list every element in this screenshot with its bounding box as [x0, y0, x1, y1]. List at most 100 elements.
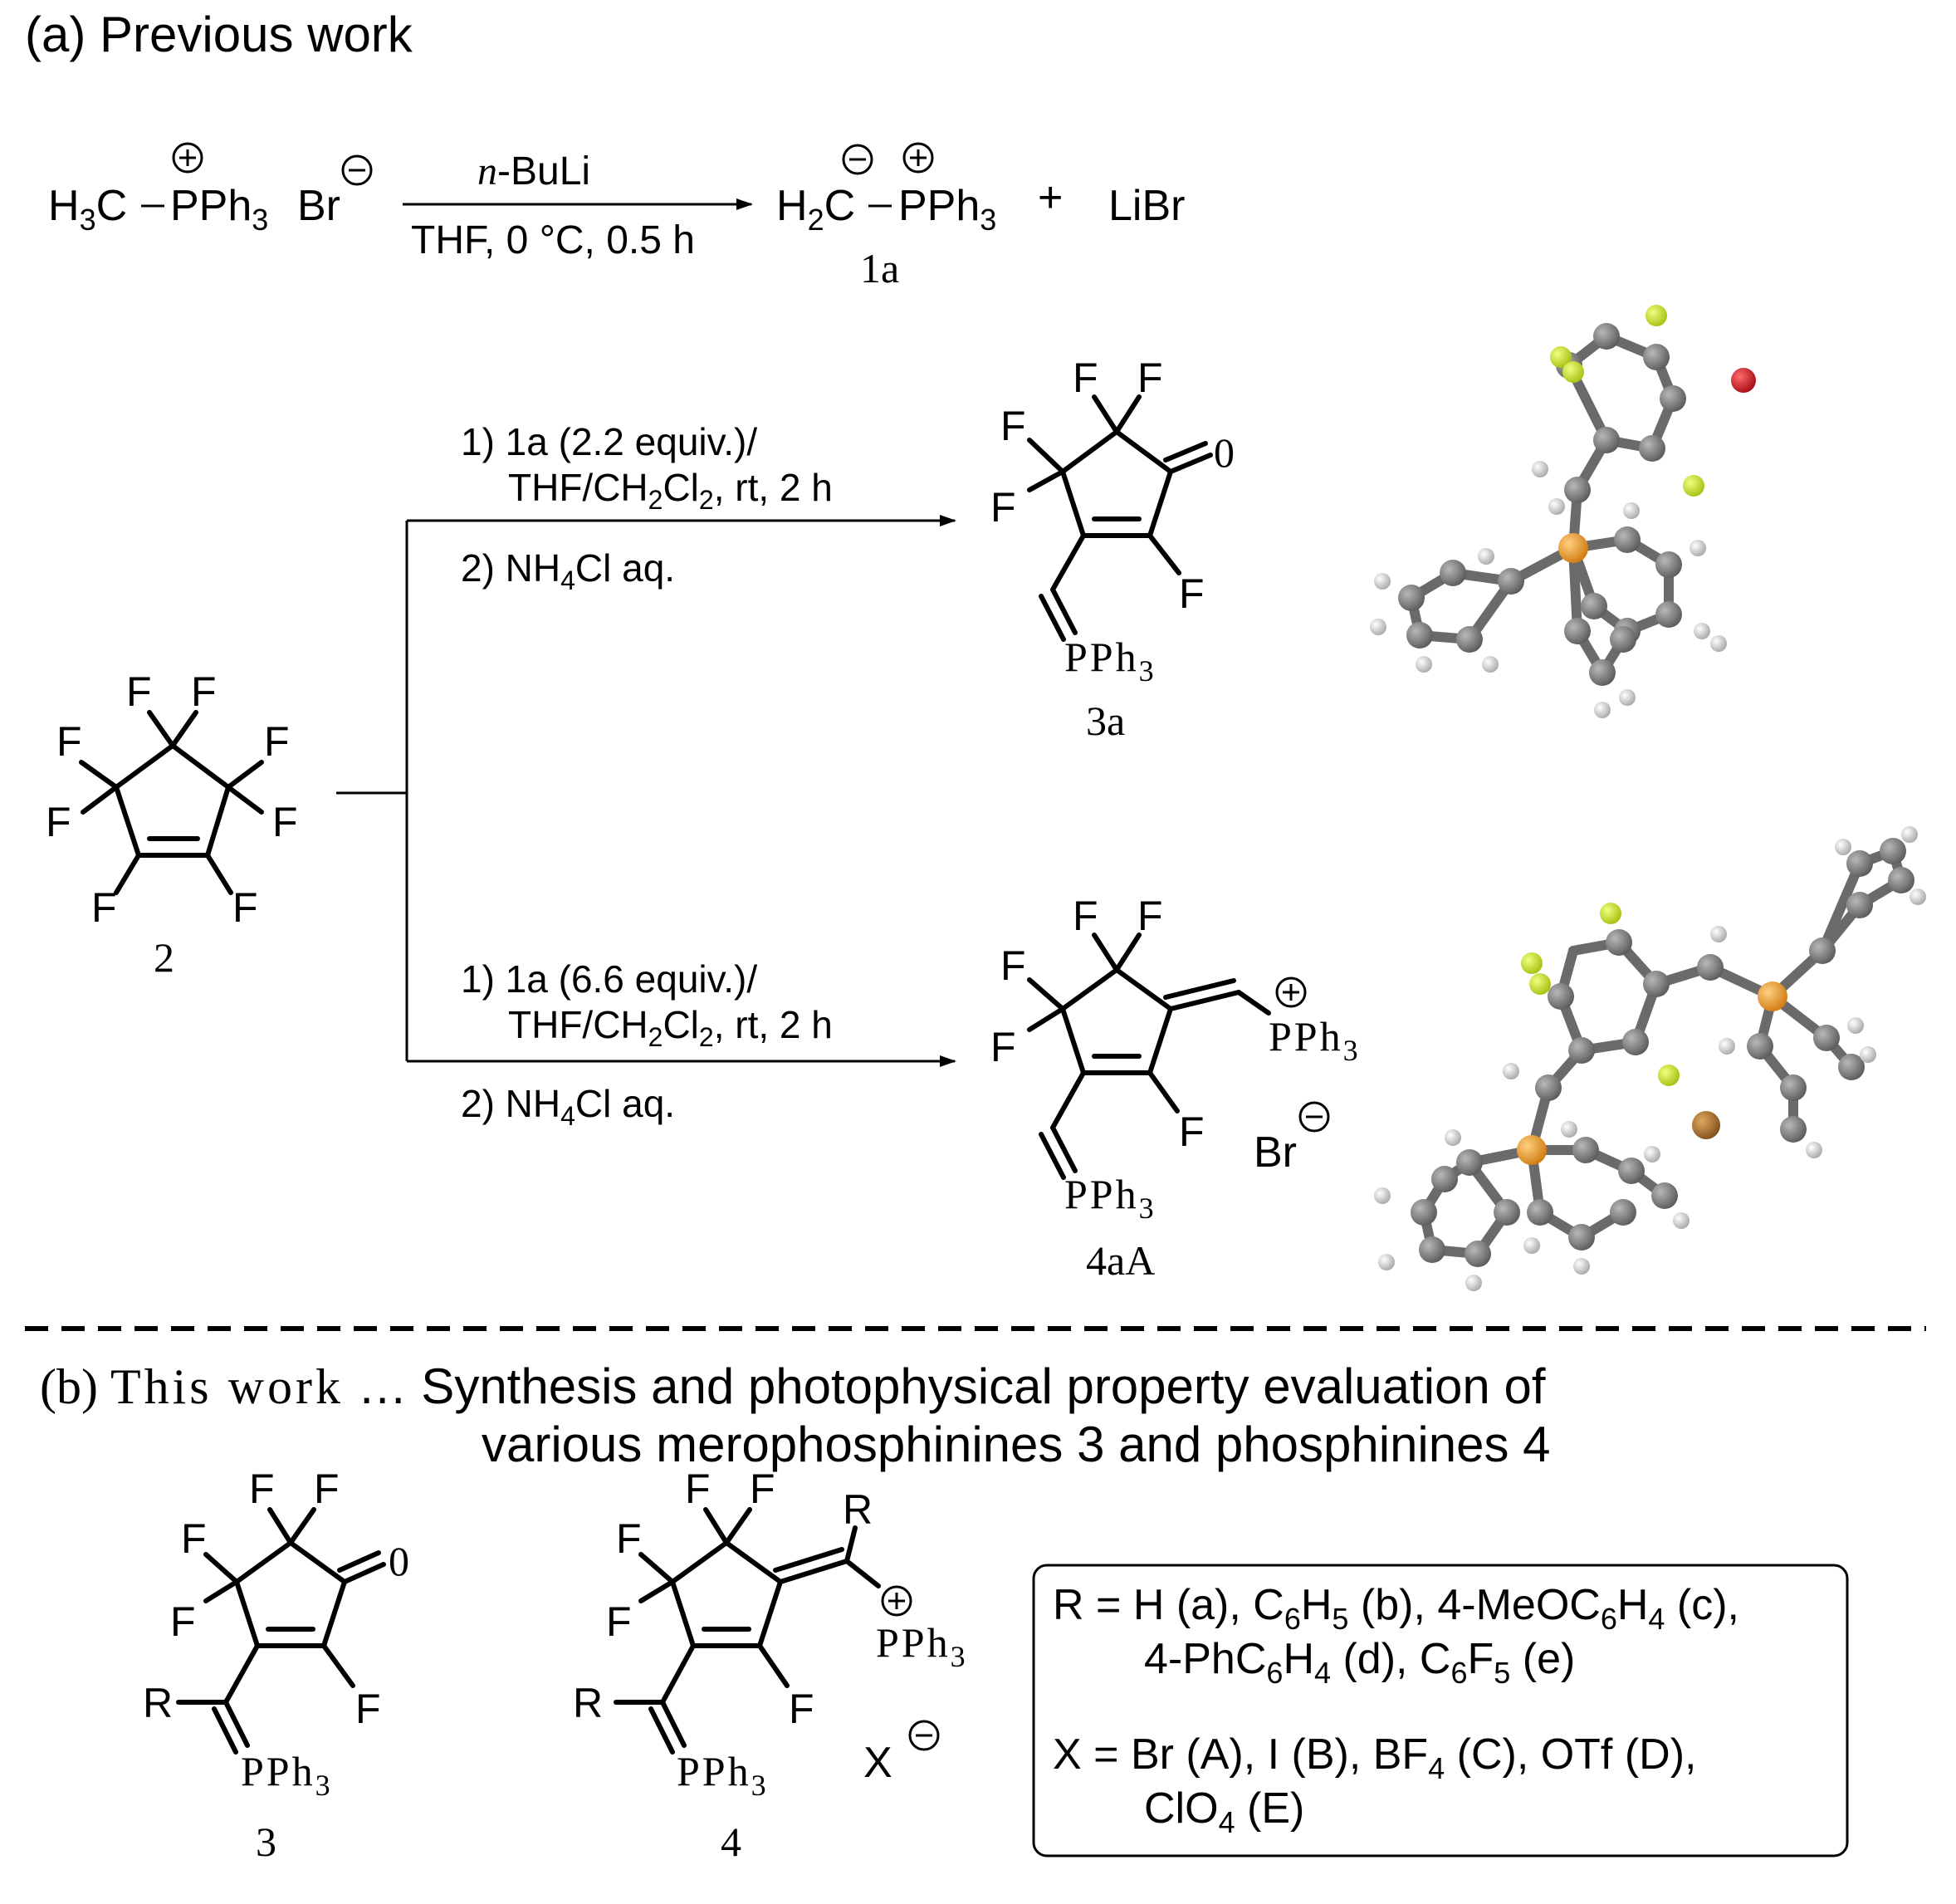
- svg-text:F: F: [272, 799, 298, 845]
- svg-text:F: F: [1179, 570, 1205, 617]
- svg-text:F: F: [191, 668, 217, 715]
- atom-fluorine: [1550, 305, 1704, 497]
- svg-text:THF/CH2Cl2, rt, 2 h: THF/CH2Cl2, rt, 2 h: [508, 466, 833, 515]
- counterion-x: X: [863, 1739, 892, 1787]
- compound-label-3: 3: [256, 1818, 276, 1865]
- general-structure-3: F F F F F 0 R PPh3 3: [143, 1466, 409, 1865]
- svg-text:F: F: [1000, 942, 1026, 989]
- svg-text:F: F: [181, 1515, 207, 1562]
- crystal-structure-4aA-image: [1374, 826, 1926, 1291]
- svg-text:F: F: [1179, 1109, 1205, 1155]
- svg-text:THF/CH2Cl2, rt, 2 h: THF/CH2Cl2, rt, 2 h: [508, 1003, 833, 1052]
- compound-label-4aA: 4aA: [1086, 1237, 1155, 1284]
- reagent-nbuli: n-BuLi: [477, 149, 590, 193]
- svg-text:F: F: [789, 1686, 814, 1732]
- legend-x-line1: X = Br (A), I (B), BF4 (C), OTf (D),: [1053, 1730, 1696, 1785]
- svg-text:F: F: [46, 799, 71, 845]
- atom-hydrogen: [1370, 461, 1727, 718]
- svg-text:F: F: [990, 484, 1016, 531]
- svg-text:F: F: [126, 668, 152, 715]
- svg-text:1) 1a (2.2 equiv.)/: 1) 1a (2.2 equiv.)/: [461, 420, 757, 463]
- negative-charge-icon: [842, 144, 873, 175]
- svg-text:F: F: [1000, 403, 1026, 449]
- svg-text:PPh3: PPh3: [1064, 1171, 1156, 1225]
- compound-label-4: 4: [721, 1818, 741, 1865]
- negative-charge-icon: [1298, 1101, 1330, 1133]
- atom-carbon: [1411, 838, 1914, 1267]
- svg-text:F: F: [1073, 893, 1098, 939]
- svg-text:F: F: [990, 1024, 1016, 1070]
- product-ylide: H2C: [776, 182, 855, 237]
- svg-text:F: F: [685, 1466, 711, 1512]
- reactant-methyl-phosphonium: H3C: [48, 182, 127, 237]
- atom-bromine: [1692, 1111, 1720, 1139]
- atom-hydrogen: [1374, 826, 1926, 1291]
- svg-text:PPh3: PPh3: [876, 1619, 968, 1673]
- bromide-counterion: Br: [297, 182, 340, 230]
- compound-label-2: 2: [154, 934, 174, 981]
- reaction-1-conditions: THF, 0 °C, 0.5 h: [411, 218, 695, 262]
- compound-3a-structure: F F F F F 0 PPh3 3a: [990, 355, 1235, 744]
- substituent-r: R: [143, 1680, 173, 1726]
- conditions-upper: 1) 1a (2.2 equiv.)/ THF/CH2Cl2, rt, 2 h …: [461, 420, 833, 595]
- svg-text:F: F: [355, 1686, 381, 1732]
- svg-text:F: F: [249, 1466, 275, 1512]
- substituent-r: R: [573, 1680, 603, 1726]
- svg-text:PPh3: PPh3: [1064, 634, 1156, 688]
- svg-text:F: F: [314, 1466, 340, 1512]
- substituent-r: R: [843, 1486, 873, 1533]
- product-pph3: PPh3: [898, 182, 996, 237]
- atom-phosphorus: [1758, 981, 1787, 1011]
- compound-4aA-structure: F F F F F PPh3 PPh3 Br 4aA: [990, 893, 1361, 1284]
- atom-phosphorus: [1517, 1135, 1547, 1165]
- svg-text:PPh3: PPh3: [677, 1748, 769, 1802]
- legend-r-line2: 4-PhC6H4 (d), C6F5 (e): [1144, 1635, 1575, 1690]
- negative-charge-icon: [908, 1720, 940, 1751]
- positive-charge-icon: [902, 142, 934, 174]
- atom-fluorine: [1521, 903, 1680, 1086]
- atom-carbon: [1398, 323, 1686, 686]
- positive-charge-icon: [1275, 976, 1307, 1008]
- svg-text:F: F: [1073, 355, 1098, 401]
- svg-text:various merophosphinines 3 and: various merophosphinines 3 and phosphini…: [482, 1417, 1551, 1472]
- conditions-lower: 1) 1a (6.6 equiv.)/ THF/CH2Cl2, rt, 2 h …: [461, 957, 833, 1131]
- svg-text:F: F: [170, 1598, 196, 1645]
- svg-text:F: F: [264, 718, 290, 765]
- carbonyl-oxygen: 0: [1214, 429, 1235, 476]
- svg-text:1) 1a (6.6 equiv.)/: 1) 1a (6.6 equiv.)/: [461, 957, 757, 1001]
- section-b-heading: (b) This work … Synthesis and photophysi…: [40, 1358, 1551, 1472]
- legend-x-line2: ClO4 (E): [1144, 1784, 1304, 1839]
- plus-operator: +: [1038, 174, 1063, 222]
- branching-arrows: [336, 515, 956, 1067]
- svg-text:F: F: [616, 1515, 642, 1562]
- reactant-pph3: PPh3: [170, 182, 268, 237]
- svg-text:F: F: [606, 1598, 632, 1645]
- atom-phosphorus: [1558, 533, 1588, 563]
- svg-text:F: F: [56, 718, 82, 765]
- compound-2-perfluorocyclopentene: F F F F F F F F 2: [46, 668, 298, 981]
- negative-charge-icon: [341, 154, 373, 186]
- positive-charge-icon: [172, 142, 203, 174]
- legend-r-line1: R = H (a), C6H5 (b), 4-MeOC6H4 (c),: [1053, 1581, 1739, 1636]
- substituent-legend-box: R = H (a), C6H5 (b), 4-MeOC6H4 (c), 4-Ph…: [1032, 1564, 1849, 1858]
- svg-text:F: F: [750, 1466, 775, 1512]
- svg-text:F: F: [91, 884, 117, 931]
- bromide-counterion: Br: [1254, 1128, 1297, 1177]
- compound-label-1a: 1a: [860, 245, 899, 291]
- svg-text:(b) This work … Synthesis and: (b) This work … Synthesis and photophysi…: [40, 1358, 1546, 1414]
- svg-text:PPh3: PPh3: [241, 1748, 333, 1802]
- carbonyl-oxygen: 0: [389, 1538, 409, 1584]
- crystal-structure-3a-image: [1370, 305, 1756, 718]
- section-a-title: (a) Previous work: [25, 7, 413, 62]
- svg-text:F: F: [232, 884, 258, 931]
- svg-text:F: F: [1137, 355, 1163, 401]
- svg-text:2) NH4Cl aq.: 2) NH4Cl aq.: [461, 546, 675, 595]
- atom-oxygen: [1731, 368, 1756, 393]
- svg-text:2) NH4Cl aq.: 2) NH4Cl aq.: [461, 1082, 675, 1131]
- compound-label-3a: 3a: [1086, 697, 1125, 744]
- lithium-bromide: LiBr: [1108, 182, 1185, 230]
- reaction-1: H3C PPh3 Br n-BuLi THF, 0 °C, 0.5 h H2C …: [48, 142, 1185, 291]
- svg-text:PPh3: PPh3: [1269, 1013, 1361, 1067]
- svg-text:F: F: [1137, 893, 1163, 939]
